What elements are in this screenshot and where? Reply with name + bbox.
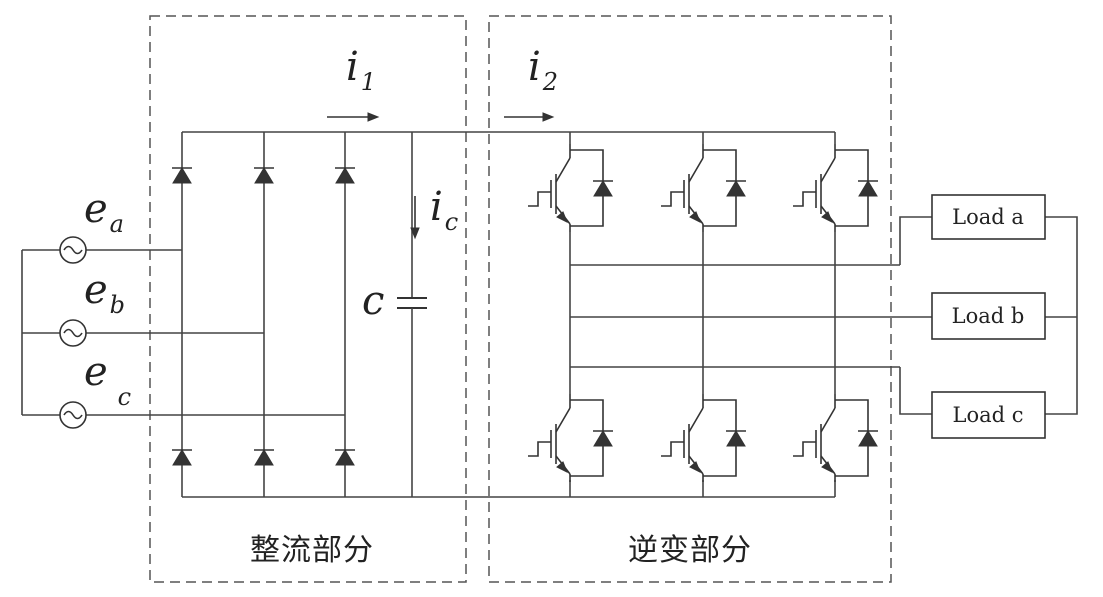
load-box-a: Load a <box>931 194 1046 240</box>
current-arrow-i1 <box>327 112 380 122</box>
load-label-b: Load b <box>952 304 1025 328</box>
inverter-section-box <box>488 15 892 583</box>
current-label-i2: i2 <box>528 44 558 96</box>
current-label-ic: ic <box>430 184 458 236</box>
source-symbol-a <box>59 236 87 264</box>
inverter-bridge <box>528 132 878 497</box>
igbt-lower-b <box>661 394 746 482</box>
current-label-i1: i1 <box>346 44 376 96</box>
source-label-b: eb <box>84 267 125 319</box>
capacitor-label: c <box>362 278 384 324</box>
diode-lower-b <box>254 449 274 466</box>
dc-link-capacitor <box>397 132 427 497</box>
igbt-upper-b <box>661 144 746 232</box>
rectifier-bridge <box>172 132 355 497</box>
ac-source-wiring <box>21 249 345 416</box>
load-box-c: Load c <box>931 391 1046 439</box>
igbt-lower-a <box>528 394 613 482</box>
source-label-a: ea <box>84 186 124 238</box>
load-label-c: Load c <box>953 403 1024 427</box>
load-box-b: Load b <box>931 292 1046 340</box>
inverter-section-label: 逆变部分 <box>628 533 752 568</box>
igbt-upper-c <box>793 144 878 232</box>
diode-upper-b <box>254 167 274 184</box>
load-label-a: Load a <box>952 205 1024 229</box>
source-symbol-b <box>59 319 87 347</box>
diode-lower-c <box>335 449 355 466</box>
source-symbol-c <box>59 401 87 429</box>
rectifier-section-label: 整流部分 <box>250 533 374 568</box>
load-wiring <box>570 216 1078 415</box>
igbt-lower-c <box>793 394 878 482</box>
diode-upper-a <box>172 167 192 184</box>
rectifier-section-box <box>149 15 467 583</box>
current-arrow-ic <box>410 196 420 240</box>
source-label-c: ec <box>84 349 131 411</box>
diode-lower-a <box>172 449 192 466</box>
igbt-upper-a <box>528 144 613 232</box>
diode-upper-c <box>335 167 355 184</box>
current-arrow-i2 <box>504 112 555 122</box>
